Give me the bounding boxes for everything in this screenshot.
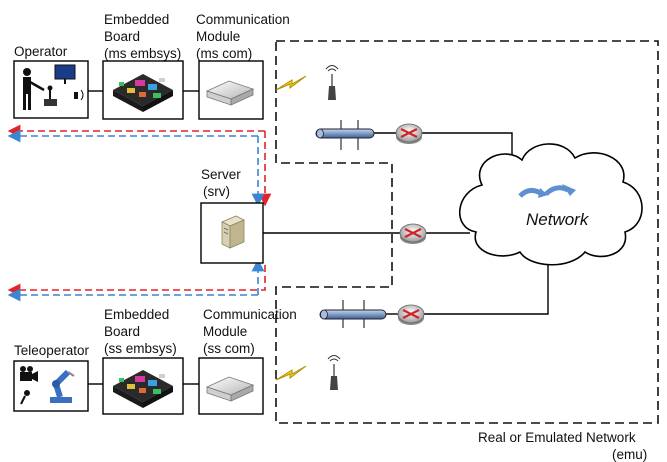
network-region-label: Real or Emulated Network xyxy=(478,430,636,445)
antenna-icon xyxy=(327,355,341,390)
switch-bottom-icon xyxy=(319,300,387,328)
operator-title: Operator xyxy=(14,44,68,59)
router-middle-icon xyxy=(399,223,427,244)
antenna-icon xyxy=(325,65,339,100)
teleoperator-icon xyxy=(20,366,75,405)
server-subtitle: (srv) xyxy=(203,184,230,199)
flow-arrows xyxy=(7,124,272,302)
teleoperator-board-label-2: Board xyxy=(104,324,140,339)
embedded-board-icon xyxy=(113,370,173,408)
network-cloud xyxy=(459,143,643,266)
operator-comm-label-3: (ms com) xyxy=(196,46,252,61)
teleoperator-board-label-3: (ss embsys) xyxy=(104,341,177,356)
operator-board-label-3: (ms embsys) xyxy=(104,46,181,61)
network-region-sublabel: (emu) xyxy=(612,447,647,462)
server-icon xyxy=(221,215,245,249)
teleoperator-comm-label-3: (ss com) xyxy=(203,341,255,356)
communication-module-icon xyxy=(205,376,255,402)
router-bottom-icon xyxy=(397,304,425,325)
embedded-board-icon xyxy=(113,74,173,112)
teleoperator-comm-label-1: Communication xyxy=(203,307,297,322)
teleoperator-board-label-1: Embedded xyxy=(104,307,169,322)
network-cloud-label: Network xyxy=(526,210,590,229)
network-region-border xyxy=(275,40,659,424)
teleoperator-comm-label-2: Module xyxy=(203,324,247,339)
operator-icon xyxy=(23,64,84,110)
wireless-bolt-icon xyxy=(275,365,307,381)
operator-board-label-1: Embedded xyxy=(104,12,169,27)
switch-top-icon xyxy=(315,120,375,150)
router-top-icon xyxy=(395,123,423,144)
server-title: Server xyxy=(201,167,241,182)
operator-comm-label-1: Communication xyxy=(196,12,290,27)
teleoperator-title: Teleoperator xyxy=(14,343,90,358)
wireless-bolt-icon xyxy=(275,75,307,91)
operator-comm-label-2: Module xyxy=(196,29,240,44)
communication-module-icon xyxy=(205,80,255,106)
operator-board-label-2: Board xyxy=(104,29,140,44)
